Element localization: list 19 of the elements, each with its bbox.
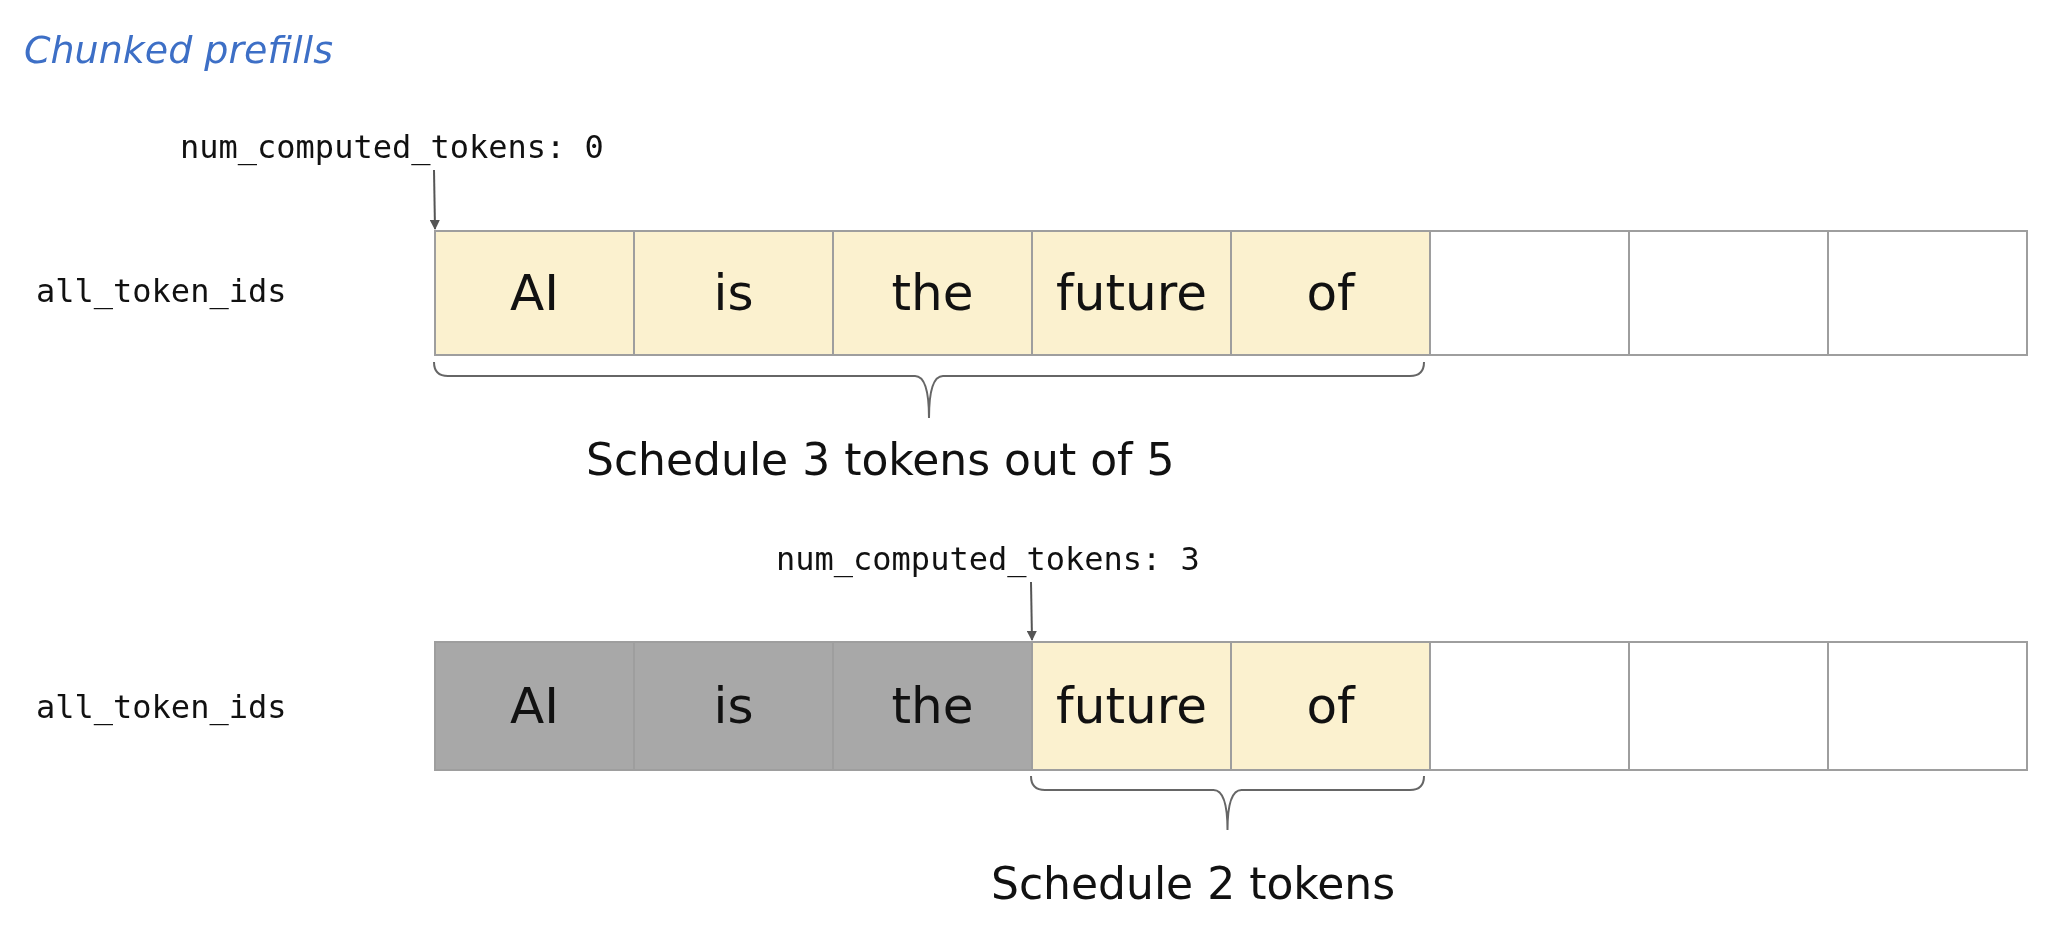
token-cell: the (832, 230, 1033, 356)
token-cell: AI (434, 641, 635, 771)
token-cell: the (832, 641, 1033, 771)
token-cell: is (633, 230, 834, 356)
bracket-caption: Schedule 3 tokens out of 5 (586, 434, 1175, 485)
row-label: all_token_ids (36, 688, 287, 726)
bracket-caption: Schedule 2 tokens (991, 858, 1396, 909)
token-cell: future (1031, 230, 1232, 356)
pointer-arrow (1026, 581, 1037, 641)
row-label: all_token_ids (36, 272, 287, 310)
token-cell: of (1230, 641, 1431, 771)
token-cell: future (1031, 641, 1232, 771)
pointer-label: num_computed_tokens: 0 (180, 128, 604, 166)
token-cell: of (1230, 230, 1431, 356)
pointer-arrow (429, 169, 440, 230)
token-cell: AI (434, 230, 635, 356)
token-cell: is (633, 641, 834, 771)
title: Chunked prefills (24, 28, 333, 72)
pointer-label: num_computed_tokens: 3 (776, 540, 1200, 578)
